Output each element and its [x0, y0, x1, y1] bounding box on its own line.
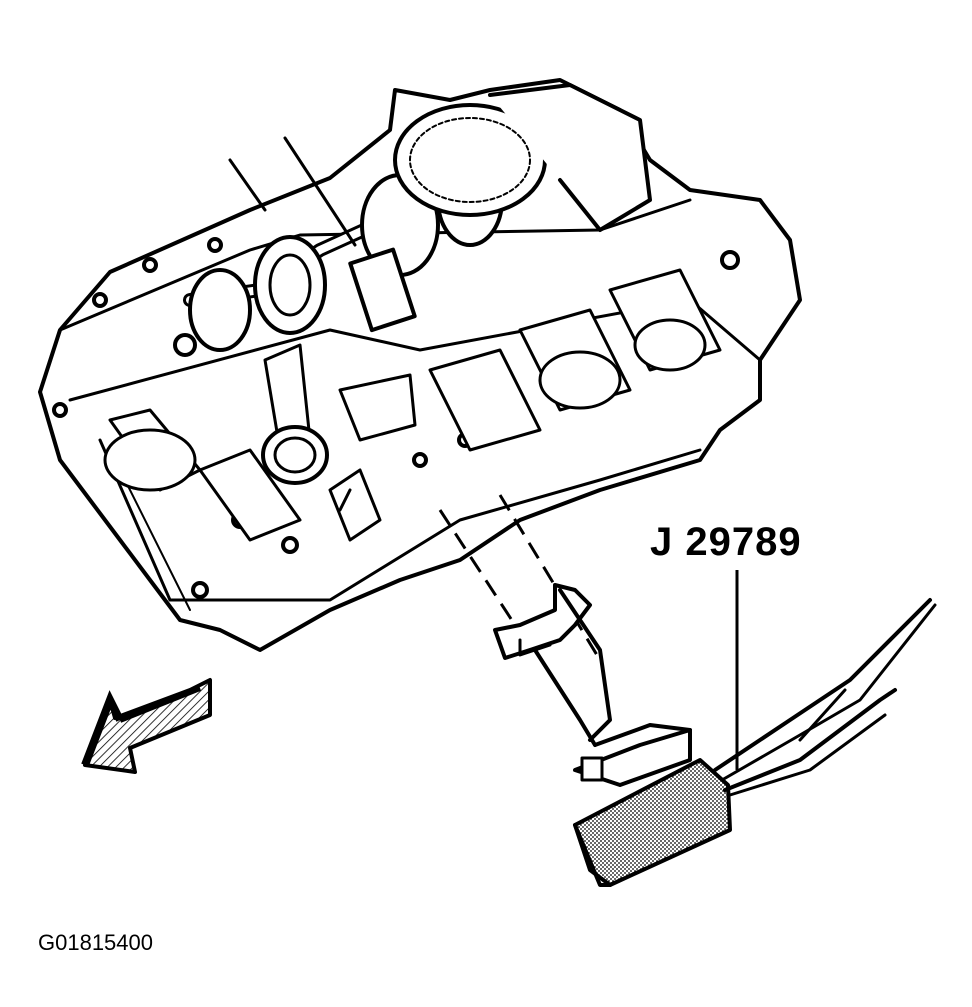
figure-id-label: G01815400 — [38, 930, 153, 955]
engine-block — [38, 78, 802, 652]
alignment-lines — [438, 494, 602, 661]
tool-number-callout: J 29789 — [650, 520, 802, 564]
front-arrow-icon — [81, 678, 212, 774]
rod-guide-tool — [493, 583, 937, 887]
